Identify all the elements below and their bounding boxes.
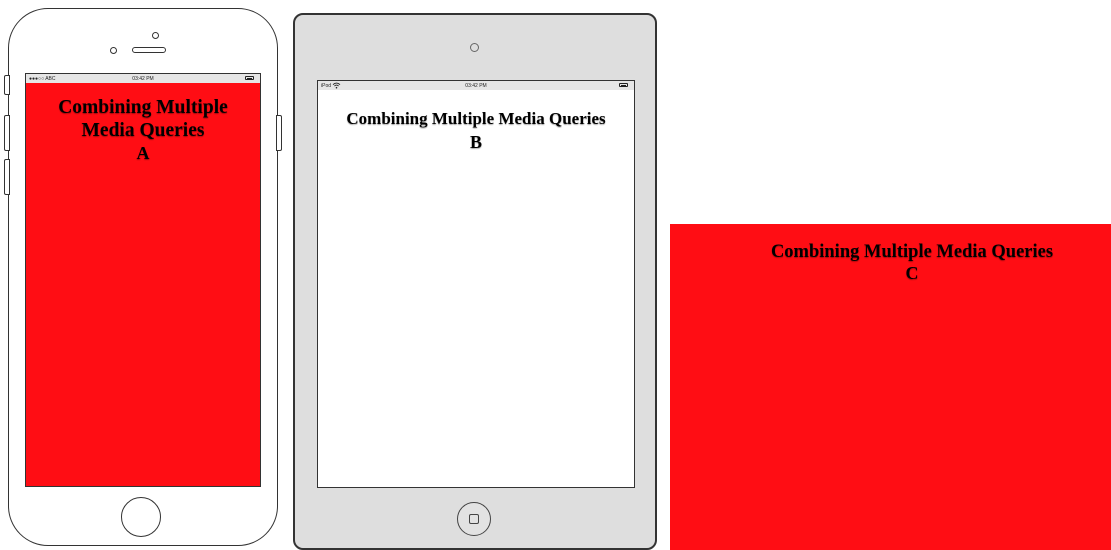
phone-volume-up-button [4,115,10,151]
tablet-camera-icon [470,43,479,52]
tablet-status-bar: iPod 03:42 PM [318,81,634,90]
tablet-home-button[interactable] [457,502,491,536]
battery-icon [245,76,254,80]
media-query-label-c: C [736,263,1088,283]
battery-icon [619,83,628,87]
phone-mute-switch [4,75,10,95]
phone-sensor-icon [110,47,117,54]
media-query-label-b: B [318,129,634,155]
media-query-label-a: A [46,142,240,164]
desktop-viewport: Combining Multiple Media Queries C [670,224,1111,550]
tablet-device-frame: iPod 03:42 PM Combining Multiple Media Q… [293,13,657,550]
tablet-screen: iPod 03:42 PM Combining Multiple Media Q… [317,80,635,488]
status-time: 03:42 PM [318,83,634,89]
page-heading-b: Combining Multiple Media Queries [318,109,634,129]
phone-volume-down-button [4,159,10,195]
phone-status-bar: ●●●○○ ABC 03:42 PM [26,74,260,83]
phone-camera-icon [152,32,159,39]
phone-power-button [276,115,282,151]
phone-speaker-grille [132,47,166,53]
status-time: 03:42 PM [26,76,260,82]
phone-screen: ●●●○○ ABC 03:42 PM Combining Multiple Me… [25,73,261,487]
page-heading-a: Combining Multiple Media Queries [46,96,240,142]
page-heading-c: Combining Multiple Media Queries [736,241,1088,263]
phone-device-frame: ●●●○○ ABC 03:42 PM Combining Multiple Me… [8,8,278,546]
phone-home-button[interactable] [121,497,161,537]
